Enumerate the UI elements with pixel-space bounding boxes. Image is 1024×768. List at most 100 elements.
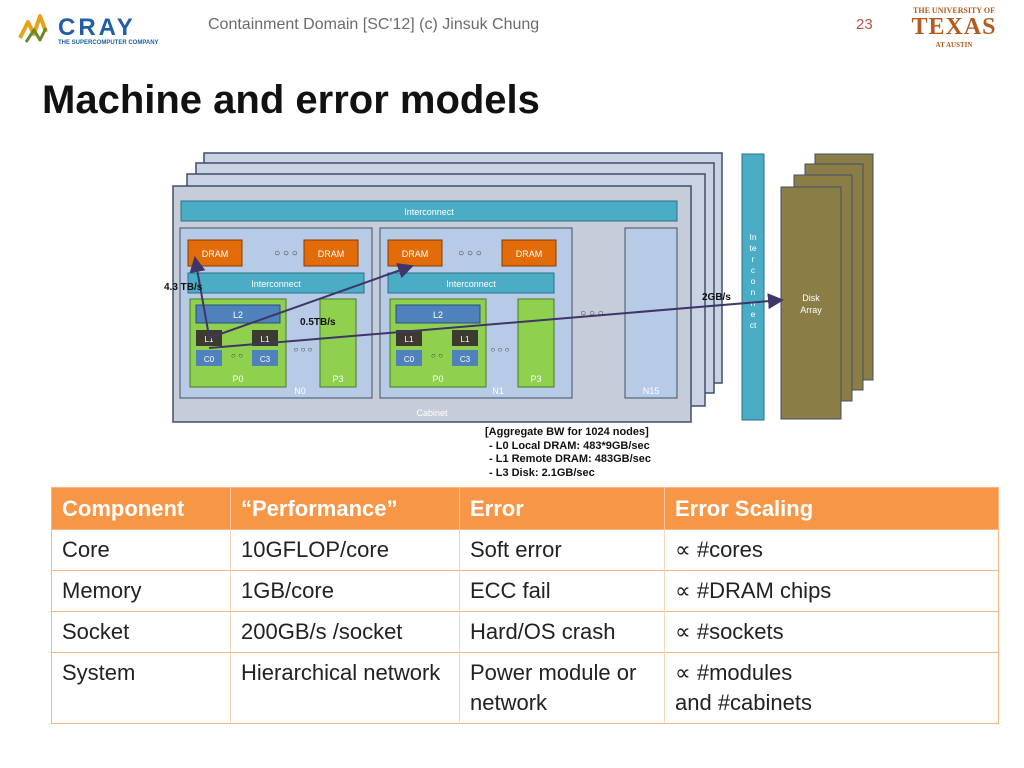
cell-error: Hard/OS crash: [459, 611, 665, 653]
l1-cache: [396, 330, 422, 346]
ellipsis: ○ ○: [431, 351, 443, 360]
table-row: Socket 200GB/s /socket Hard/OS crash ∝ #…: [51, 611, 999, 653]
node-interconnect: [387, 272, 555, 294]
dram-label: DRAM: [318, 249, 345, 259]
cell-error: ECC fail: [459, 570, 665, 612]
core-c3: [452, 350, 478, 366]
n1-label: N1: [492, 386, 504, 396]
disk-label-2: Array: [800, 305, 822, 315]
table-row: System Hierarchical network Power module…: [51, 652, 999, 724]
cabinet-label: Cabinet: [416, 408, 448, 418]
arrow-remote-dram: [208, 263, 414, 339]
core-c0: [196, 350, 222, 366]
arrow-local-dram: [189, 256, 210, 337]
ellipsis: ○ ○: [231, 351, 243, 360]
cell-error: Soft error: [459, 529, 665, 571]
cell-scaling: ∝ #sockets: [664, 611, 999, 653]
ut-austin-logo: THE UNIVERSITY OF TEXAS AT AUSTIN: [902, 6, 1006, 50]
p3-label: P3: [530, 374, 541, 384]
p3-label: P3: [332, 374, 343, 384]
c3-label: C3: [260, 355, 271, 364]
node-interconnect-label: Interconnect: [446, 279, 496, 289]
cray-logo: CRAY THE SUPERCOMPUTER COMPANY: [18, 14, 159, 46]
l2-label: L2: [233, 310, 243, 320]
header-caption: Containment Domain [SC'12] (c) Jinsuk Ch…: [208, 16, 540, 33]
ut-logo-main: TEXAS: [911, 14, 997, 40]
cell-component: Socket: [51, 611, 231, 653]
l1-label: L1: [461, 335, 470, 344]
aggregate-line: - L1 Remote DRAM: 483GB/sec: [489, 453, 651, 465]
aggregate-line: [Aggregate BW for 1024 nodes]: [485, 426, 649, 438]
node-n15: [624, 227, 678, 399]
cabinet-interconnect: [180, 200, 678, 222]
aggregate-line: - L3 Disk: 2.1GB/sec: [489, 466, 595, 479]
p0-label: P0: [232, 374, 243, 384]
l1-label: L1: [205, 335, 214, 344]
dram-box: [303, 239, 359, 267]
vertical-letter: o: [751, 276, 756, 286]
core-c0: [396, 350, 422, 366]
col-header-performance: “Performance”: [230, 487, 460, 530]
n0-label: N0: [294, 386, 306, 396]
l1-label: L1: [405, 335, 414, 344]
l1-label: L1: [261, 335, 270, 344]
slide-title: Machine and error models: [42, 78, 540, 122]
col-header-error: Error: [459, 487, 665, 530]
error-model-table: Component “Performance” Error Error Scal…: [51, 487, 999, 724]
col-header-error-scaling: Error Scaling: [664, 487, 999, 530]
vertical-letter: ct: [750, 320, 757, 330]
cell-performance: Hierarchical network: [230, 652, 460, 724]
vertical-letter: e: [751, 309, 756, 319]
node-interconnect-label: Interconnect: [251, 279, 301, 289]
n15-label: N15: [643, 386, 660, 396]
page-number: 23: [856, 16, 873, 33]
cell-component: System: [51, 652, 231, 724]
dram-box: [387, 239, 443, 267]
vertical-letter: In: [749, 232, 756, 242]
global-interconnect: [741, 153, 765, 421]
dram-label: DRAM: [402, 249, 429, 259]
ellipsis: ○ ○ ○: [491, 345, 510, 354]
machine-diagram: Interconnect DRAM ○ ○ ○ DRAM Interconnec…: [164, 152, 874, 423]
disk-label-1: Disk: [802, 293, 820, 303]
vertical-letter: te: [749, 243, 756, 253]
cell-component: Core: [51, 529, 231, 571]
processor-p3: [319, 298, 357, 388]
col-header-component: Component: [51, 487, 231, 530]
cell-performance: 1GB/core: [230, 570, 460, 612]
table-header-row: Component “Performance” Error Error Scal…: [51, 487, 999, 530]
cell-component: Memory: [51, 570, 231, 612]
c3-label: C3: [460, 355, 471, 364]
l2-cache: [195, 304, 281, 324]
bw-disk-label: 2GB/s: [702, 292, 731, 303]
bw-remote-label: 0.5TB/s: [300, 317, 336, 328]
ut-logo-top: THE UNIVERSITY OF: [913, 6, 995, 15]
table-row: Memory 1GB/core ECC fail ∝ #DRAM chips: [51, 570, 999, 612]
ellipsis: ○ ○ ○: [274, 248, 298, 259]
aggregate-bw-note: [Aggregate BW for 1024 nodes] - L0 Local…: [485, 426, 651, 480]
cray-wordmark: CRAY: [58, 14, 136, 41]
core-c3: [252, 350, 278, 366]
cell-performance: 200GB/s /socket: [230, 611, 460, 653]
cray-tagline: THE SUPERCOMPUTER COMPANY: [58, 40, 159, 46]
aggregate-line: - L0 Local DRAM: 483*9GB/sec: [489, 439, 650, 452]
ellipsis: ○ ○ ○: [458, 248, 482, 259]
vertical-letter: c: [751, 265, 756, 275]
dram-label: DRAM: [202, 249, 229, 259]
c0-label: C0: [404, 355, 415, 364]
disk-array: [780, 186, 842, 420]
dram-label: DRAM: [516, 249, 543, 259]
ellipsis: ○ ○ ○: [294, 345, 313, 354]
ut-logo-bottom: AT AUSTIN: [935, 41, 973, 49]
cell-scaling: ∝ #modules and #cabinets: [664, 652, 999, 724]
table-row: Core 10GFLOP/core Soft error ∝ #cores: [51, 529, 999, 571]
processor-p3: [517, 298, 555, 388]
l2-label: L2: [433, 310, 443, 320]
ellipsis: ○ ○ ○: [580, 308, 604, 319]
vertical-letter: r: [752, 254, 755, 264]
vertical-letter: n: [751, 287, 756, 297]
bw-local-label: 4.3 TB/s: [164, 282, 203, 293]
cabinet-interconnect-label: Interconnect: [404, 207, 454, 217]
cell-error: Power module or network: [459, 652, 665, 724]
cell-scaling: ∝ #DRAM chips: [664, 570, 999, 612]
